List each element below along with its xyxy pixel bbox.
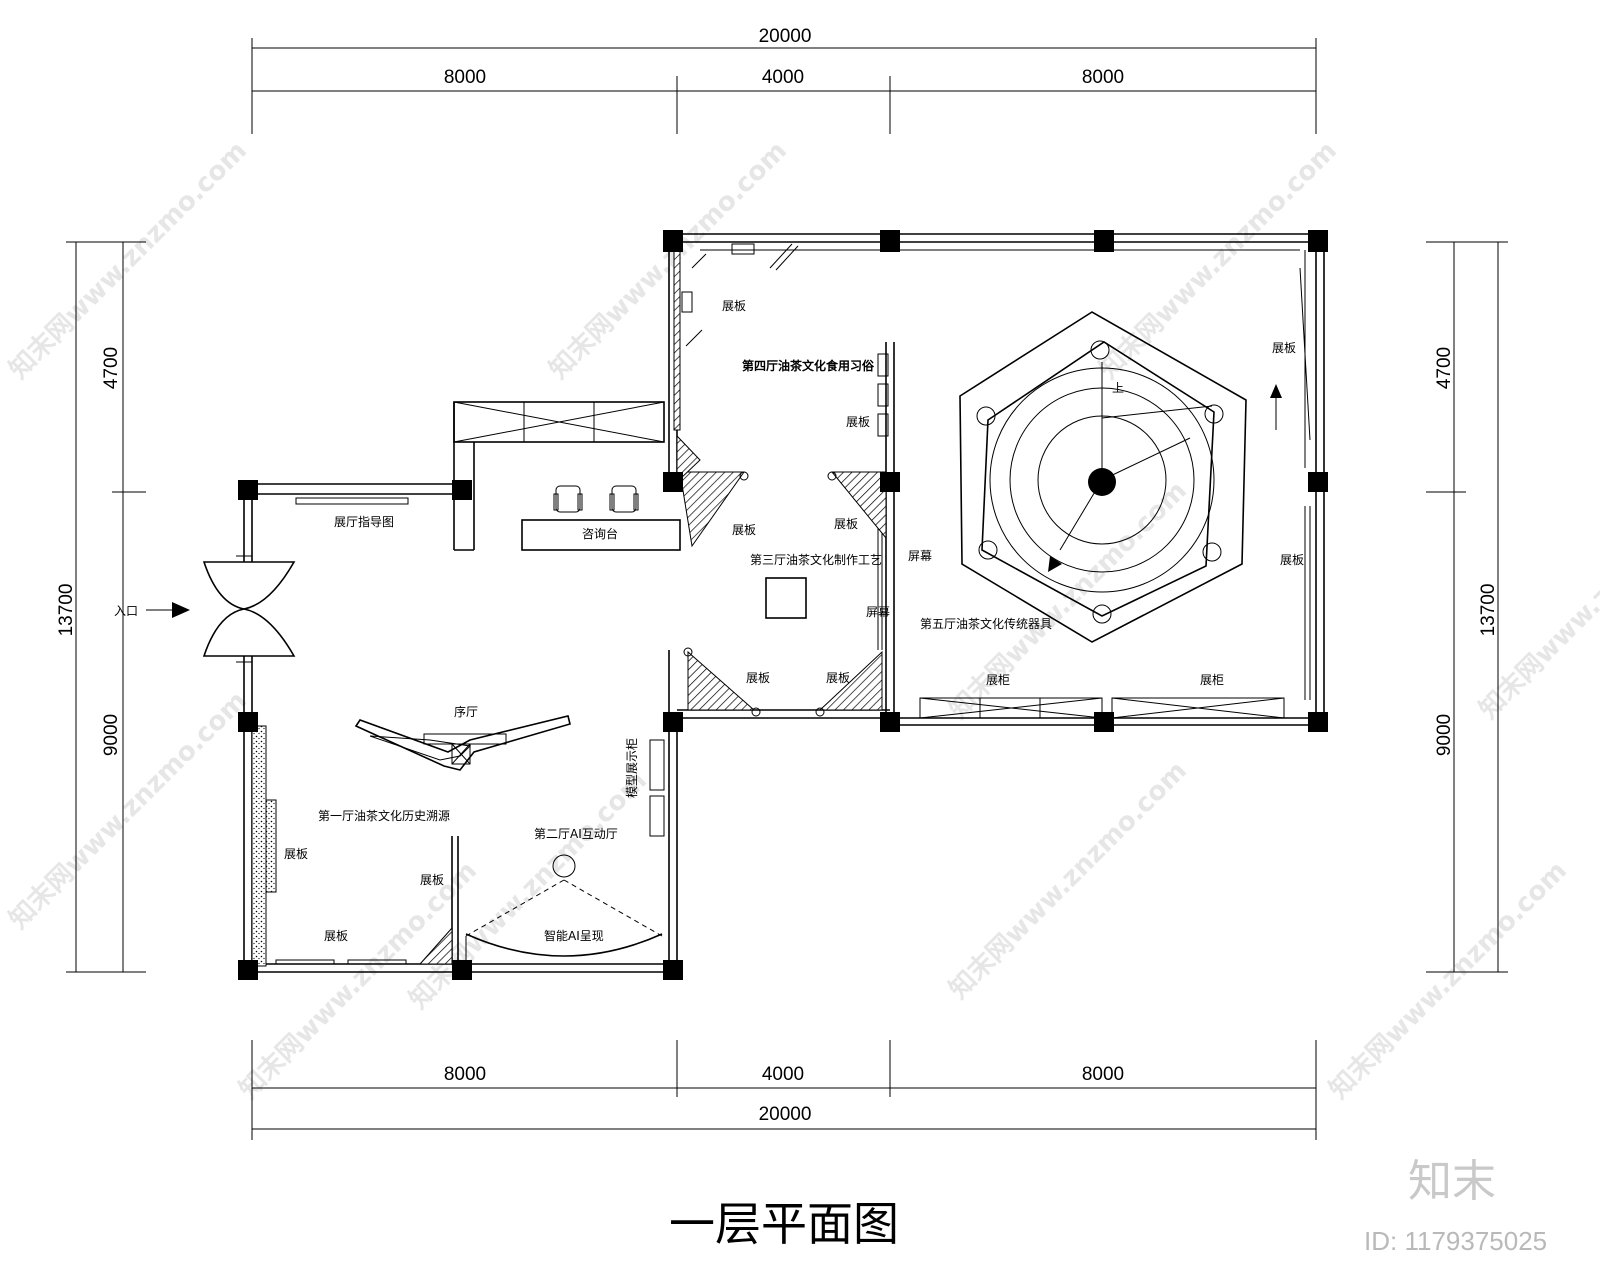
building-walls	[243, 233, 1325, 973]
right-total-dim: 13700	[1478, 584, 1499, 637]
ai-projection-fan	[465, 854, 663, 957]
consult-desk-label: 咨询台	[582, 526, 618, 541]
left-seg-1: 4700	[101, 347, 122, 389]
hatched-display-corners	[418, 249, 887, 965]
board-label-h4-right: 展板	[846, 415, 870, 429]
left-seg-2: 9000	[101, 714, 122, 756]
screen-label-1: 屏幕	[908, 549, 932, 563]
board-label-h3-br: 展板	[826, 671, 850, 685]
stair-up-label: 上	[1112, 381, 1124, 395]
svg-text:知末网www.znzmo.com: 知末网www.znzmo.com	[1324, 856, 1573, 1105]
board-label-h5-top: 展板	[1272, 341, 1296, 355]
board-label-h5-mid: 展板	[1280, 553, 1304, 567]
entrance-label: 入口	[114, 604, 138, 618]
board-label-h3-bl: 展板	[746, 671, 770, 685]
entrance-revolving-door	[146, 555, 296, 663]
bottom-dimensions: 8000 4000 8000 20000	[251, 1040, 1317, 1140]
hall1-label: 第一厅油茶文化历史溯源	[318, 808, 450, 823]
drawing-title: 一层平面图	[669, 1197, 899, 1251]
hall3-label: 第三厅油茶文化制作工艺	[750, 552, 882, 567]
board-label-h1-left: 展板	[284, 847, 308, 861]
site-logo: 知末	[1408, 1156, 1496, 1207]
hall5-hexagon-display	[959, 311, 1282, 643]
hall5-label: 第五厅油茶文化传统器具	[920, 616, 1052, 631]
prelude-fixture	[354, 715, 571, 771]
left-dimensions: 13700 4700 9000	[56, 241, 146, 973]
cabinet-label-1: 展柜	[986, 673, 1010, 687]
model-display-label: 模型展示柜	[625, 738, 639, 798]
top-seg-2: 4000	[762, 67, 804, 88]
ai-present-label: 智能AI呈现	[544, 928, 604, 943]
right-seg-1: 4700	[1434, 347, 1455, 389]
board-label-h1-mid: 展板	[420, 873, 444, 887]
prelude-hall-label: 序厅	[454, 704, 478, 719]
bottom-seg-1: 8000	[444, 1064, 486, 1085]
room-labels: 入口 展厅指导图 咨询台 序厅 第一厅油茶文化历史溯源 第二厅AI互动厅 第三厅…	[114, 299, 1304, 943]
left-total-dim: 13700	[56, 584, 77, 637]
top-total-dim: 20000	[759, 26, 812, 47]
board-label-h4-top: 展板	[722, 299, 746, 313]
watermark-pattern: 知末网www.znzmo.com 知末网www.znzmo.com 知末网www…	[4, 136, 1600, 1105]
board-label-h3-left: 展板	[732, 523, 756, 537]
screen-label-2: 屏幕	[866, 605, 890, 619]
svg-text:知末网www.znzmo.com: 知末网www.znzmo.com	[4, 686, 253, 935]
guide-map-label: 展厅指导图	[334, 514, 394, 529]
top-seg-3: 8000	[1082, 67, 1124, 88]
cabinet-label-2: 展柜	[1200, 673, 1224, 687]
svg-text:知末网www.znzmo.com: 知末网www.znzmo.com	[944, 476, 1193, 725]
hall4-label: 第四厅油茶文化食用习俗	[742, 358, 875, 373]
board-label-h1-bottom: 展板	[324, 929, 348, 943]
top-seg-1: 8000	[444, 67, 486, 88]
right-seg-2: 9000	[1434, 714, 1455, 756]
top-dimensions: 20000 8000 4000 8000	[251, 26, 1317, 134]
hall3-display-block	[765, 577, 807, 619]
consult-desk	[521, 485, 681, 551]
structural-columns	[238, 230, 1328, 980]
svg-text:知末网www.znzmo.com: 知末网www.znzmo.com	[944, 756, 1193, 1005]
right-dimensions: 4700 9000 13700	[1426, 241, 1508, 973]
svg-text:知末网www.znzmo.com: 知末网www.znzmo.com	[4, 136, 253, 385]
bottom-seg-3: 8000	[1082, 1064, 1124, 1085]
bottom-seg-2: 4000	[762, 1064, 804, 1085]
bottom-total-dim: 20000	[759, 1104, 812, 1125]
board-label-h3-right: 展板	[834, 517, 858, 531]
image-id: ID: 1179375025	[1364, 1226, 1547, 1256]
hall2-label: 第二厅AI互动厅	[534, 827, 618, 841]
